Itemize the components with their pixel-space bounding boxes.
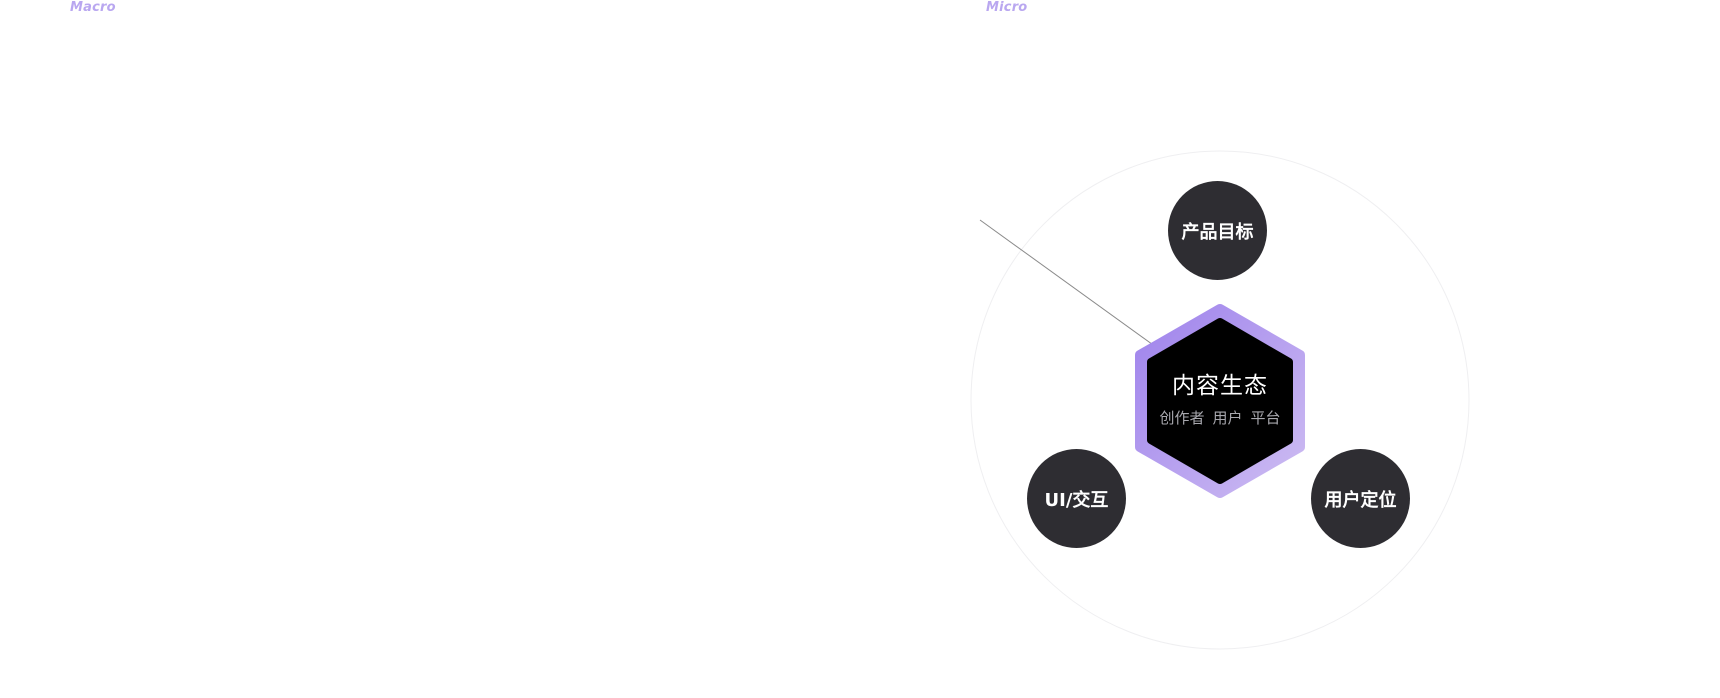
outer-ring <box>970 150 1470 650</box>
node-ui-interaction: UI/交互 <box>1027 449 1126 548</box>
macro-section-label: Macro <box>70 0 116 15</box>
connector-line <box>979 219 1157 348</box>
micro-section-label: Micro <box>986 0 1028 15</box>
core-hexagon <box>1147 318 1293 484</box>
node-label: 产品目标 <box>1181 221 1254 243</box>
core-subtitle-item: 用户 <box>1212 409 1243 427</box>
node-label: 用户定位 <box>1324 489 1397 511</box>
node-label: UI/交互 <box>1044 489 1109 511</box>
node-product-goal: 产品目标 <box>1168 181 1267 280</box>
core-subtitle-item: 平台 <box>1250 409 1281 427</box>
core-title: 内容生态 <box>1172 373 1268 399</box>
core-subtitle-item: 创作者 <box>1159 409 1205 427</box>
core-subtitle: 创作者用户平台 <box>1140 407 1300 428</box>
node-user-positioning: 用户定位 <box>1311 449 1410 548</box>
